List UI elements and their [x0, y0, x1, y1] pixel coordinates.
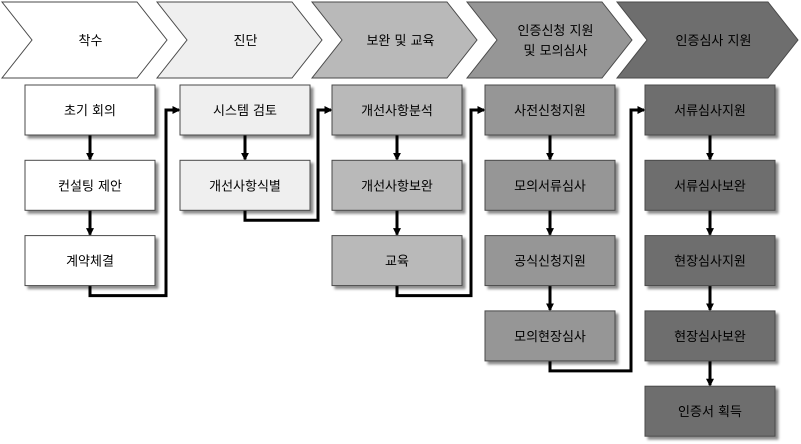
step-label: 시스템 검토: [213, 104, 277, 119]
step-label: 계약체결: [66, 255, 114, 270]
phase-title-2: 진단: [234, 34, 258, 49]
step-label: 서류심사지원: [674, 104, 746, 119]
step-label: 모의현장심사: [514, 330, 586, 345]
step-label: 개선사항분석: [361, 104, 433, 119]
step-label: 초기 회의: [64, 104, 116, 119]
phase-chevron-5: [615, 1, 799, 79]
step-box: [644, 310, 776, 362]
flow-connectors: [86, 106, 714, 387]
phase-connector-arrow: [395, 106, 486, 298]
step-box: [644, 385, 776, 437]
step-box: [331, 235, 463, 287]
step-box: [644, 84, 776, 136]
step-box: [484, 84, 616, 136]
step-box: [24, 159, 156, 211]
step-label: 개선사항식별: [209, 179, 281, 194]
phase-chevron-2: [155, 1, 323, 79]
step-box: [484, 235, 616, 287]
step-label: 교육: [385, 255, 409, 270]
phase-title-4: 및 모의심사: [524, 44, 588, 59]
phase-connector-arrow: [243, 106, 333, 222]
phase-chevron-1: [0, 1, 168, 79]
step-label: 공식신청지원: [514, 255, 586, 270]
step-label: 인증서 획득: [678, 405, 742, 420]
step-box: [484, 310, 616, 362]
step-box: [24, 84, 156, 136]
phase-connector-arrow: [548, 106, 646, 373]
phase-chevrons: 착수 진단 보완 및 교육 인증신청 지원및 모의심사 인증심사 지원: [0, 1, 799, 79]
phase-title-3: 보완 및 교육: [366, 34, 434, 49]
phase-chevron-4: [465, 1, 633, 79]
step-label: 개선사항보완: [361, 179, 433, 194]
step-label: 컨설팅 제안: [58, 179, 122, 194]
phase-title-5: 인증심사 지원: [676, 34, 752, 49]
step-box: [331, 84, 463, 136]
step-box: [644, 159, 776, 211]
step-box: [331, 159, 463, 211]
phase-connector-arrow: [88, 106, 181, 298]
step-label: 사전신청지원: [514, 104, 586, 119]
step-box: [24, 235, 156, 287]
phase-title-4: 인증신청 지원: [518, 24, 594, 39]
phase-title-1: 착수: [79, 34, 103, 49]
step-label: 현장심사보완: [674, 330, 746, 345]
step-label: 현장심사지원: [674, 255, 746, 270]
step-box: [644, 235, 776, 287]
step-label: 모의서류심사: [514, 179, 586, 194]
phase-chevron-3: [310, 1, 478, 79]
step-box: [179, 84, 311, 136]
step-box: [179, 159, 311, 211]
step-label: 서류심사보완: [674, 179, 746, 194]
step-box: [484, 159, 616, 211]
